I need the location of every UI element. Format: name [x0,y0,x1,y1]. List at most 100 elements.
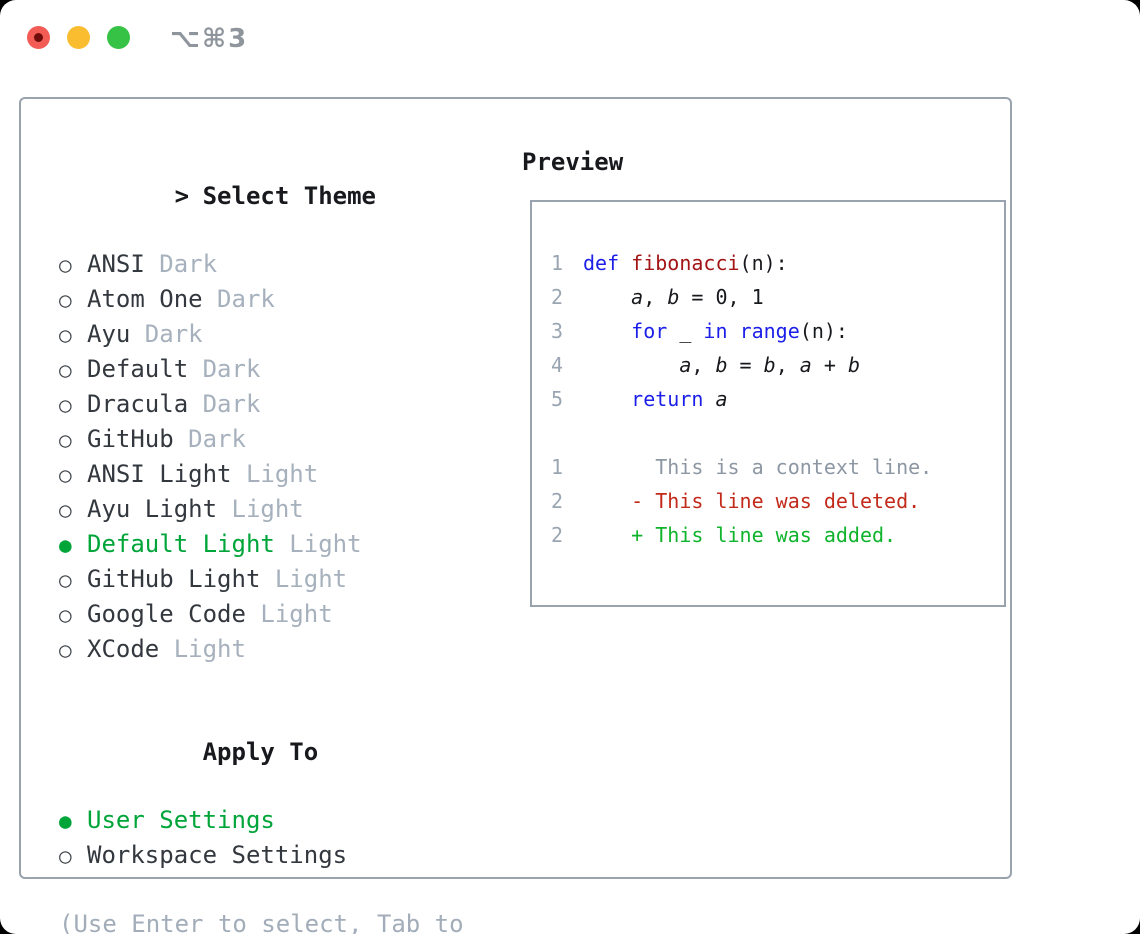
code-segment-it: a [679,353,692,377]
theme-option-default-light[interactable]: ● Default Light Light [59,527,522,562]
radio-unselected-icon: ○ [59,393,72,417]
code-segment-it: b [667,285,680,309]
theme-name: ANSI [87,250,145,278]
diff-block: 1 This is a context line.2 - This line w… [551,450,994,552]
help-text: (Use Enter to select, Tab to change focu… [59,910,464,934]
code-segment-pl: = 0, 1 [679,285,764,309]
code-segment-pl [583,319,631,343]
theme-name: Ayu [87,320,131,348]
theme-option-xcode[interactable]: ○ XCode Light [59,632,522,667]
theme-variant-tag: Light [217,495,304,523]
theme-name: GitHub Light [87,565,261,593]
code-line: 4 a, b = b, a + b [551,348,994,382]
code-segment-it: b [715,353,728,377]
code-segment-it: a [631,285,644,309]
theme-name: Google Code [87,600,246,628]
theme-option-list: ○ANSI Dark○Atom One Dark○Ayu Dark○Defaul… [59,247,522,667]
theme-name: Default Light [87,530,275,558]
radio-selected-icon: ● [59,533,72,557]
diff-line: 1 This is a context line. [551,450,994,484]
radio-unselected-icon: ○ [59,463,72,487]
spacer [59,667,522,701]
line-number: 1 [551,251,564,275]
radio-unselected-icon: ○ [59,844,72,868]
maximize-button[interactable] [107,26,130,49]
line-number: 5 [551,387,564,411]
code-segment-del: - This line was deleted. [583,489,921,513]
line-number: 4 [551,353,564,377]
close-dot-icon [34,33,43,42]
theme-option-default[interactable]: ○Default Dark [59,352,522,387]
theme-option-ayu[interactable]: ○Ayu Dark [59,317,522,352]
code-segment-pl [728,319,740,343]
code-line: 3 for _ in range(n): [551,314,994,348]
titlebar: ⌥⌘3 [0,0,1140,97]
theme-option-ansi-light[interactable]: ○ ANSI Light Light [59,457,522,492]
diff-line: 2 + This line was added. [551,518,994,552]
theme-name: XCode [87,635,160,663]
diff-line: 2 - This line was deleted. [551,484,994,518]
code-segment-add: + This line was added. [583,523,897,547]
theme-option-github[interactable]: ○ GitHub Dark [59,422,522,457]
line-number: 3 [551,319,564,343]
code-segment-pl: , [691,353,716,377]
theme-variant-tag: Light [260,565,348,593]
select-theme-header: >Select Theme [59,145,522,247]
code-segment-it: b [763,353,776,377]
code-segment-pl [703,387,715,411]
theme-name: ANSI Light [87,460,232,488]
line-number: 1 [551,455,564,479]
apply-target-option-workspace-settings[interactable]: ○Workspace Settings [59,838,522,873]
radio-unselected-icon: ○ [59,428,72,452]
theme-picker-panel: >Select Theme ○ANSI Dark○Atom One Dark○A… [19,97,1014,934]
theme-variant-tag: Dark [188,390,261,418]
theme-option-google-code[interactable]: ○Google Code Light [59,597,522,632]
theme-name: Ayu Light [87,495,218,523]
theme-option-atom-one[interactable]: ○Atom One Dark [59,282,522,317]
code-segment-pl: (n): [739,251,788,275]
code-segment-kw: return [631,387,704,411]
minimize-button[interactable] [67,26,90,49]
code-segment-it: a [715,387,728,411]
radio-unselected-icon: ○ [59,358,72,382]
code-segment-pl: , [775,353,800,377]
theme-name: GitHub [87,425,174,453]
theme-variant-tag: Dark [173,425,246,453]
theme-variant-tag: Light [245,600,333,628]
prompt-icon: > [174,182,190,210]
theme-variant-tag: Light [231,460,319,488]
theme-name: Dracula [87,390,189,418]
code-segment-kw: def [583,251,632,275]
apply-to-option-list: ● User Settings ○Workspace Settings [59,803,522,873]
code-segment-kw: range [739,319,800,343]
code-segment-kw: in [703,319,728,343]
code-segment-pl: (n): [799,319,848,343]
preview-title: Preview [522,148,624,176]
theme-variant-tag: Light [159,635,246,663]
code-segment-pl [583,285,631,309]
radio-unselected-icon: ○ [59,568,72,592]
traffic-lights [0,0,130,49]
radio-unselected-icon: ○ [59,288,72,312]
theme-option-ayu-light[interactable]: ○ Ayu Light Light [59,492,522,527]
theme-option-dracula[interactable]: ○ Dracula Dark [59,387,522,422]
close-button[interactable] [27,26,50,49]
code-line: 5 return a [551,382,994,416]
radio-unselected-icon: ○ [59,638,72,662]
theme-name: Atom One [87,285,203,313]
radio-selected-icon: ● [59,809,72,833]
code-line: 2 a, b = 0, 1 [551,280,994,314]
apply-target-name: User Settings [87,806,275,834]
radio-unselected-icon: ○ [59,323,72,347]
theme-variant-tag: Dark [144,250,218,278]
radio-unselected-icon: ○ [59,498,72,522]
apply-target-option-user-settings[interactable]: ● User Settings [59,803,522,838]
theme-variant-tag: Light [274,530,362,558]
code-segment-pl: _ [667,319,704,343]
theme-option-ansi[interactable]: ○ANSI Dark [59,247,522,282]
theme-option-github-light[interactable]: ○ GitHub Light Light [59,562,522,597]
